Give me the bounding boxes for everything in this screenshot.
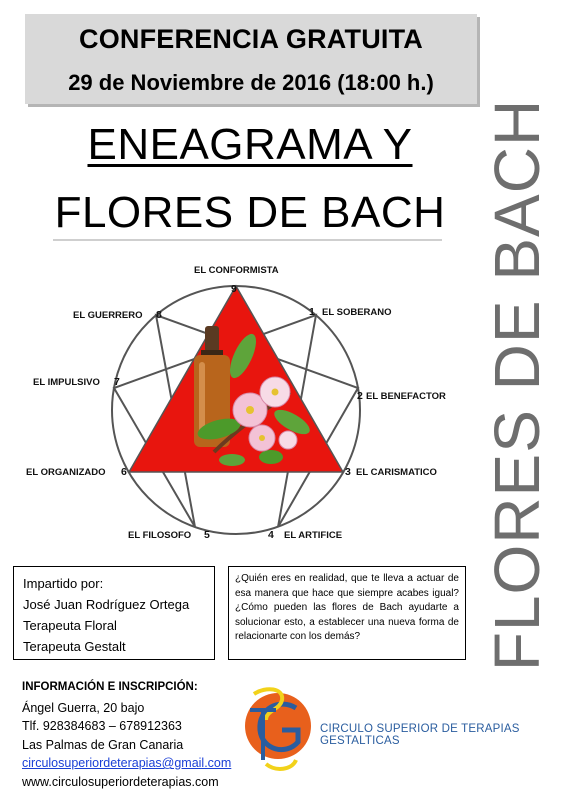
point-3-number: 3 — [345, 466, 351, 478]
conference-title: CONFERENCIA GRATUITA — [79, 24, 423, 54]
main-title-line-2: FLORES DE BACH — [54, 188, 446, 237]
point-4-label: EL ARTIFICE — [284, 530, 342, 541]
enneagram-diagram: 9 1 2 3 4 5 6 7 8 EL CONFORMISTA EL SOBE… — [26, 265, 446, 541]
presenter-name: José Juan Rodríguez Ortega — [23, 597, 190, 612]
main-title-line-1: ENEAGRAMA Y — [87, 120, 413, 169]
info-email-link[interactable]: circulosuperiordeterapias@gmail.com — [22, 756, 232, 770]
point-1-number: 1 — [309, 306, 315, 318]
enneagram-hexad — [112, 313, 360, 528]
info-heading: INFORMACIÓN E INSCRIPCIÓN: — [22, 681, 198, 693]
presenter-heading: Impartido por: — [23, 576, 104, 591]
point-7-label: EL IMPULSIVO — [33, 377, 100, 388]
apple-blossom-icon — [197, 333, 310, 466]
point-9-label: EL CONFORMISTA — [194, 265, 279, 276]
point-5-number: 5 — [204, 529, 210, 541]
logo-wordmark: CIRCULO SUPERIOR DE TERAPIAS GESTALTICAS — [320, 723, 520, 747]
question-box: ¿Quién eres en realidad, que te lleva a … — [228, 566, 466, 660]
point-2-label: EL BENEFACTOR — [366, 391, 446, 402]
point-2-number: 2 — [357, 390, 363, 402]
point-4-number: 4 — [268, 529, 274, 541]
point-3-label: EL CARISMATICO — [356, 467, 437, 478]
info-address: Ángel Guerra, 20 bajo — [22, 701, 145, 715]
info-city: Las Palmas de Gran Canaria — [22, 738, 184, 752]
point-8-label: EL GUERRERO — [73, 310, 143, 321]
point-1-label: EL SOBERANO — [322, 307, 392, 318]
point-7-number: 7 — [114, 376, 120, 388]
point-8-number: 8 — [156, 309, 162, 321]
title-divider — [53, 239, 442, 241]
vertical-side-title: FLORES DE BACH — [472, 99, 562, 671]
header-banner: CONFERENCIA GRATUITA 29 de Noviembre de … — [25, 14, 477, 104]
info-phone: Tlf. 928384683 – 678912363 — [22, 719, 182, 733]
point-5-label: EL FILOSOFO — [128, 530, 191, 541]
presenter-role-floral: Terapeuta Floral — [23, 618, 117, 633]
point-6-label: EL ORGANIZADO — [26, 467, 106, 478]
presenter-role-gestalt: Terapeuta Gestalt — [23, 639, 126, 654]
question-text: ¿Quién eres en realidad, que te lleva a … — [235, 573, 459, 642]
side-title-text: FLORES DE BACH — [481, 98, 553, 672]
point-9-number: 9 — [231, 283, 237, 295]
presenter-box: Impartido por: José Juan Rodríguez Orteg… — [13, 566, 215, 660]
info-website[interactable]: www.circulosuperiordeterapias.com — [22, 775, 219, 789]
cstg-logo-icon — [245, 687, 311, 771]
conference-date: 29 de Noviembre de 2016 (18:00 h.) — [68, 70, 434, 95]
point-6-number: 6 — [121, 466, 127, 478]
